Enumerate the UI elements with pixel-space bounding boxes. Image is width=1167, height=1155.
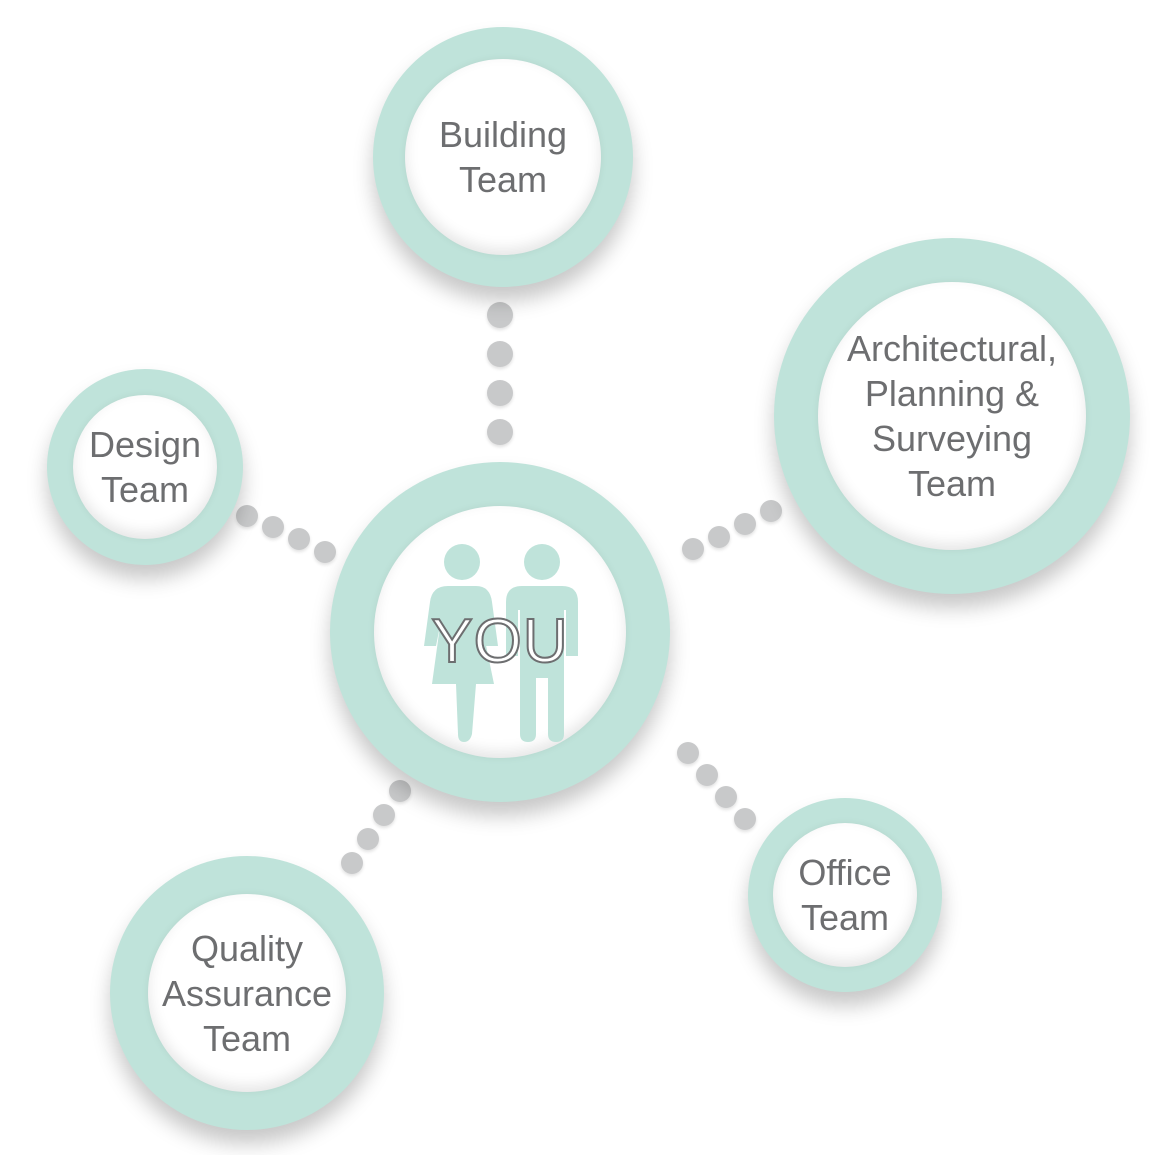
architectural-team-label: Architectural, Planning & Surveying Team — [847, 326, 1057, 506]
building-team-line: Team — [458, 159, 548, 200]
design-team-label: Design Team — [89, 422, 201, 512]
you-label: YOU — [430, 606, 569, 677]
design-team-line: Design — [88, 424, 202, 465]
office-team-label: Office Team — [798, 850, 891, 940]
building-team-circle: Building Team — [405, 59, 601, 255]
office-team-line: Team — [800, 897, 890, 938]
connector-dot — [357, 828, 379, 850]
connector-dot — [487, 419, 513, 445]
connector-dot — [487, 302, 513, 328]
quality-assurance-team-line: Quality — [190, 927, 304, 969]
building-team-node: Building Team — [373, 27, 633, 287]
connector-dot — [715, 786, 737, 808]
you-node: YOU — [330, 462, 670, 802]
connector-dot — [373, 804, 395, 826]
architectural-team-node: Architectural, Planning & Surveying Team — [774, 238, 1130, 594]
connector-dot — [236, 505, 258, 527]
architectural-team-circle: Architectural, Planning & Surveying Team — [818, 282, 1086, 550]
connector-dot — [708, 526, 730, 548]
quality-assurance-team-label: Quality Assurance Team — [162, 926, 332, 1061]
connector-dot — [677, 742, 699, 764]
building-team-label: Building Team — [439, 112, 567, 202]
architectural-team-line: Team — [907, 463, 996, 504]
connector-dot — [314, 541, 336, 563]
office-team-node: Office Team — [748, 798, 942, 992]
connector-dot — [696, 764, 718, 786]
connector-dot — [760, 500, 782, 522]
connector-dot — [262, 516, 284, 538]
architectural-team-line: Planning & — [864, 373, 1040, 414]
connector-dot — [734, 808, 756, 830]
architectural-team-line: Architectural, — [846, 328, 1058, 369]
connector-dot — [682, 538, 704, 560]
connector-dot — [734, 513, 756, 535]
office-team-line: Office — [798, 852, 892, 893]
building-team-line: Building — [438, 114, 568, 155]
connector-dot — [341, 852, 363, 874]
quality-assurance-team-line: Assurance — [161, 972, 333, 1014]
you-circle: YOU — [374, 506, 626, 758]
connector-dot — [389, 780, 411, 802]
connector-dot — [487, 341, 513, 367]
quality-assurance-team-line: Team — [202, 1017, 292, 1059]
connector-dot — [288, 528, 310, 550]
design-team-node: Design Team — [47, 369, 243, 565]
design-team-line: Team — [100, 469, 190, 510]
quality-assurance-team-circle: Quality Assurance Team — [148, 894, 346, 1092]
design-team-circle: Design Team — [73, 395, 217, 539]
architectural-team-line: Surveying — [871, 418, 1033, 459]
quality-assurance-team-node: Quality Assurance Team — [110, 856, 384, 1130]
people-icon — [424, 544, 578, 742]
connector-dot — [487, 380, 513, 406]
office-team-circle: Office Team — [773, 823, 917, 967]
